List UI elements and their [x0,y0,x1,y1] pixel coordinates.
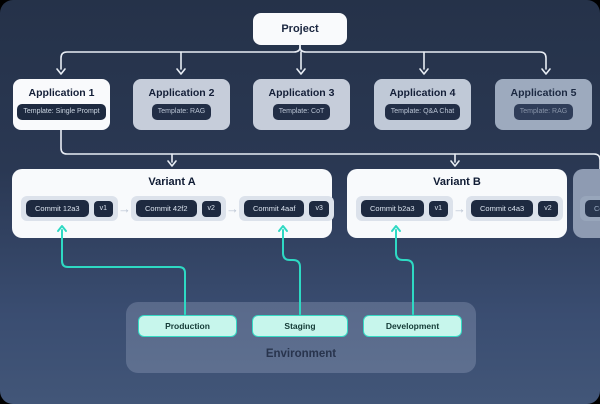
variant-b-commit-row: Commit b2a3 v1 → Commit c4a3 v2 [347,196,567,221]
arrowhead-app5 [541,68,551,75]
commit-flow-arrow-icon: → [453,201,467,216]
arrowhead-variantB [450,160,460,167]
commit-pill[interactable]: Com [585,200,600,217]
version-pill[interactable]: v2 [201,200,221,217]
arrowhead-app4 [419,68,429,75]
commit-group[interactable]: Commit b2a3 v1 [356,196,454,221]
application-3-node[interactable]: Application 3 Template: CoT [253,79,350,130]
variant-b-node[interactable]: Variant B Commit b2a3 v1 → Commit c4a3 v… [347,169,567,238]
application-5-node[interactable]: Application 5 Template: RAG [495,79,592,130]
application-2-template-badge: Template: RAG [151,104,212,120]
commit-flow-arrow-icon: → [225,201,239,216]
version-pill[interactable]: v2 [538,200,558,217]
variant-a-commit-row: Commit 12a3 v1 → Commit 42f2 v2 → Commit… [12,196,334,221]
version-pill[interactable]: v1 [93,200,114,217]
commit-group[interactable]: Commit c4a3 v2 [466,196,563,221]
environment-button-development[interactable]: Development [363,315,462,337]
staging-label: Staging [284,321,316,331]
commit-pill[interactable]: Commit b2a3 [361,200,424,217]
connector-project-left [60,44,301,70]
version-pill[interactable]: v3 [309,200,329,217]
environment-button-production[interactable]: Production [138,315,237,337]
connector-project-right [299,44,547,70]
application-5-template-badge: Template: RAG [513,104,574,120]
project-node[interactable]: Project [253,13,347,45]
application-4-title: Application 4 [389,87,456,99]
application-3-template-badge: Template: CoT [272,104,331,120]
application-4-template-badge: Template: Q&A Chat [384,104,461,120]
commit-group[interactable]: Commit 12a3 v1 [21,196,119,221]
application-3-title: Application 3 [268,87,335,99]
application-2-title: Application 2 [148,87,215,99]
application-1-node[interactable]: Application 1 Template: Single Prompt [13,79,110,130]
variant-b-title: Variant B [433,176,481,188]
application-1-title: Application 1 [28,87,95,99]
environment-panel-title: Environment [265,348,337,360]
arrowhead-variantA [167,160,177,167]
commit-pill[interactable]: Commit 12a3 [26,200,89,217]
arrowhead-app2 [176,68,186,75]
production-label: Production [165,321,210,331]
commit-group[interactable]: Commit 4aaf v3 [238,196,334,221]
version-pill[interactable]: v1 [428,200,449,217]
variant-a-title: Variant A [148,176,196,188]
application-1-template-badge: Template: Single Prompt [17,104,106,120]
commit-group[interactable]: Commit 42f2 v2 [131,196,226,221]
commit-pill[interactable]: Commit c4a3 [471,200,534,217]
variant-a-node[interactable]: Variant A Commit 12a3 v1 → Commit 42f2 v… [12,169,334,238]
arrowhead-app1 [56,68,66,75]
project-label: Project [281,23,319,35]
application-4-node[interactable]: Application 4 Template: Q&A Chat [374,79,471,130]
variant-c-node-partial[interactable]: Com [573,169,600,238]
environment-panel: Production Staging Development Environme… [126,302,476,373]
commit-flow-arrow-icon: → [118,201,132,216]
environment-button-staging[interactable]: Staging [252,315,348,337]
development-label: Development [385,321,440,331]
commit-pill[interactable]: Commit 4aaf [243,200,305,217]
commit-pill[interactable]: Commit 42f2 [136,200,197,217]
application-5-title: Application 5 [510,87,577,99]
connector-app1-variants [60,129,600,171]
arrowhead-app3 [296,68,306,75]
commit-group[interactable]: Com [580,196,600,221]
application-2-node[interactable]: Application 2 Template: RAG [133,79,230,130]
